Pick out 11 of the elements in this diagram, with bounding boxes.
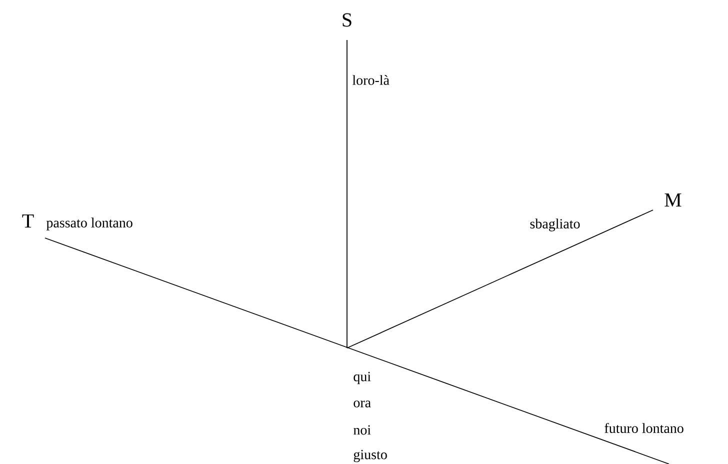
axis-label: sbagliato bbox=[530, 218, 580, 232]
axis-label: loro-là bbox=[352, 75, 390, 85]
origin-label: noi bbox=[354, 425, 371, 435]
origin-label: giusto bbox=[354, 450, 387, 462]
axis-letter: T bbox=[22, 214, 34, 228]
axis-label: futuro lontano bbox=[604, 423, 684, 433]
origin-label: ora bbox=[354, 400, 371, 408]
axis-letter: M bbox=[664, 193, 682, 207]
axis-letter: S bbox=[342, 13, 352, 27]
axis-label: passato lontano bbox=[46, 218, 132, 230]
origin-label: qui bbox=[354, 372, 371, 384]
